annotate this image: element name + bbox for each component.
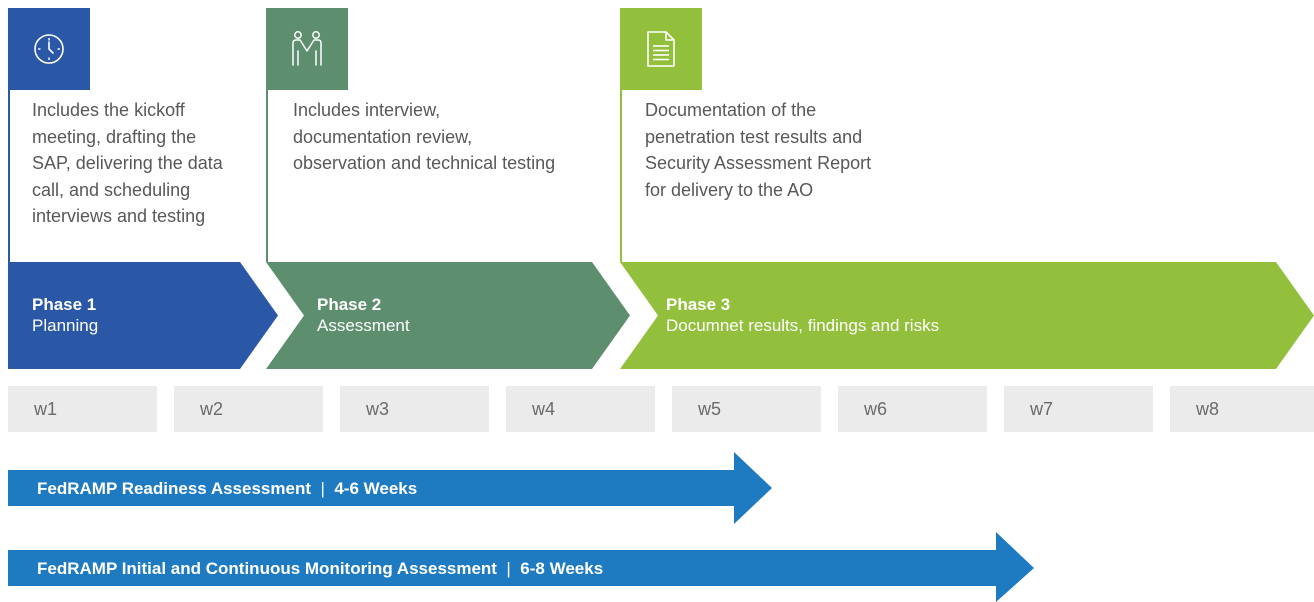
week-cell: w5 — [672, 386, 821, 432]
phase-3-label: Phase 3 Documnet results, findings and r… — [666, 294, 939, 336]
description-line: observation and technical testing — [293, 153, 556, 173]
phase-number: Phase 3 — [666, 295, 731, 314]
description-line: Includes interview, — [293, 100, 441, 120]
phase-2-connector — [266, 90, 268, 262]
phase-2-chevron — [266, 262, 630, 369]
phase-number: Phase 1 — [32, 295, 97, 314]
week-cell: w6 — [838, 386, 987, 432]
description-line: for delivery to the AO — [645, 179, 814, 200]
phase-2-description: Includes interview, documentation review… — [293, 97, 555, 177]
description-line: SAP, delivering the data — [32, 153, 223, 173]
description-line: Includes the kickoff — [32, 100, 185, 120]
week-cell: w3 — [340, 386, 489, 432]
phase-name: Assessment — [317, 316, 410, 335]
phase-name: Documnet results, findings and risks — [666, 316, 940, 335]
phase-3-connector — [620, 90, 622, 262]
phase-name: Planning — [32, 316, 99, 335]
phase-3-chevron — [620, 262, 1314, 369]
description-line: documentation review, — [293, 126, 473, 147]
phase-1-connector — [8, 90, 10, 262]
people-icon — [292, 31, 322, 66]
phase-1-description: Includes the kickoff meeting, drafting t… — [32, 97, 223, 230]
description-line: call, and scheduling — [32, 179, 191, 200]
readiness-arrow-label: FedRAMP Readiness Assessment | 4-6 Weeks — [37, 479, 417, 499]
phase-number: Phase 2 — [317, 295, 382, 314]
description-line: interviews and testing — [32, 206, 206, 226]
monitoring-arrow-label: FedRAMP Initial and Continuous Monitorin… — [37, 559, 603, 579]
phase-2-label: Phase 2 Assessment — [317, 294, 410, 336]
week-cell: w8 — [1170, 386, 1314, 432]
description-line: penetration test results and — [645, 126, 863, 147]
phase-1-chevron — [8, 262, 278, 369]
document-icon — [647, 31, 675, 67]
phase-2-icon-box — [266, 8, 348, 90]
duration-name: FedRAMP Initial and Continuous Monitorin… — [37, 559, 497, 578]
duration-separator: | — [320, 479, 325, 498]
phase-1-label: Phase 1 Planning — [32, 294, 98, 336]
monitoring-arrow — [8, 532, 1034, 602]
phase-3-description: Documentation of the penetration test re… — [645, 97, 871, 203]
duration-length: 4-6 Weeks — [334, 479, 418, 498]
description-line: meeting, drafting the — [32, 126, 197, 147]
description-line: Documentation of the — [645, 100, 817, 120]
description-line: Security Assessment Report — [645, 153, 872, 173]
week-cell: w7 — [1004, 386, 1153, 432]
week-cell: w1 — [8, 386, 157, 432]
duration-length: 6-8 Weeks — [520, 559, 604, 578]
week-cell: w4 — [506, 386, 655, 432]
week-cell: w2 — [174, 386, 323, 432]
clock-icon — [34, 34, 64, 64]
phase-chevrons — [8, 262, 1314, 369]
duration-separator: | — [506, 559, 511, 578]
phase-3-icon-box — [620, 8, 702, 90]
phase-1-icon-box — [8, 8, 90, 90]
duration-name: FedRAMP Readiness Assessment — [37, 479, 311, 498]
readiness-arrow — [8, 452, 772, 524]
